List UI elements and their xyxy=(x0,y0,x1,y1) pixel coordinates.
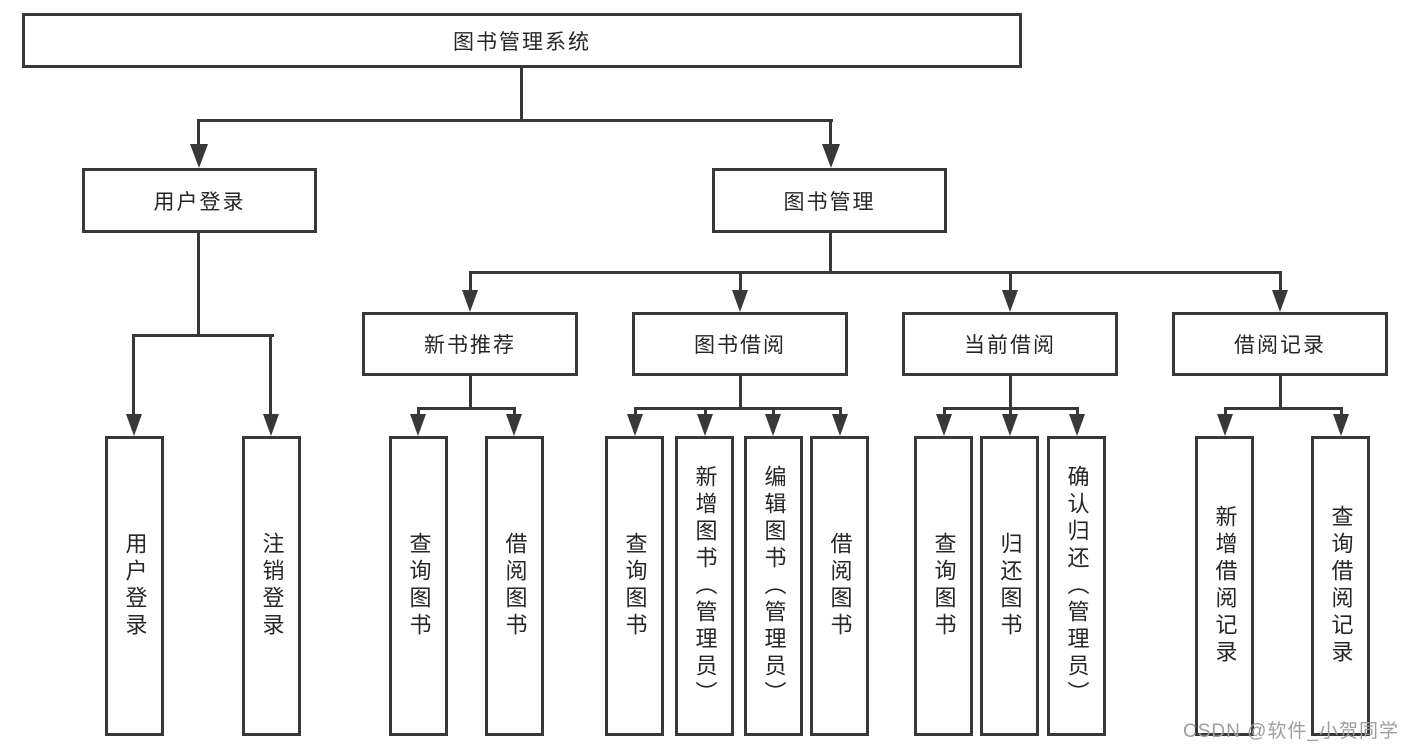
node-label: 借阅图书 xyxy=(827,532,853,640)
node-current-borrowing: 当前借阅 xyxy=(902,312,1118,376)
arrow-down-icon xyxy=(263,414,279,436)
connector-stem xyxy=(1009,376,1012,409)
connector-stem xyxy=(829,121,832,147)
connector-stem xyxy=(1076,409,1079,416)
leaf-add-borrow-record: 新增借阅记录 xyxy=(1195,436,1254,736)
connector-stem xyxy=(513,409,516,416)
leaf-return-book: 归还图书 xyxy=(980,436,1039,736)
node-label: 新书推荐 xyxy=(424,334,516,357)
leaf-query-books-recommend: 查询图书 xyxy=(389,436,448,736)
connector-stem xyxy=(634,409,637,416)
connector-bar xyxy=(943,407,1079,410)
connector-stem xyxy=(943,409,946,416)
arrow-down-icon xyxy=(832,414,848,436)
node-label: 注销登录 xyxy=(259,532,285,640)
arrow-down-icon xyxy=(1217,414,1233,436)
node-label: 图书借阅 xyxy=(694,334,786,357)
arrow-down-icon xyxy=(1069,414,1085,436)
node-label: 图书管理 xyxy=(783,190,876,214)
node-borrow-records: 借阅记录 xyxy=(1172,312,1388,376)
connector-stem xyxy=(269,336,272,414)
connector-stem xyxy=(417,409,420,416)
connector-stem xyxy=(829,233,832,273)
node-new-book-recommend: 新书推荐 xyxy=(362,312,578,376)
node-book-management-branch: 图书管理 xyxy=(712,168,947,233)
leaf-confirm-return-admin: 确认归还（管理员） xyxy=(1047,436,1106,736)
leaf-borrow-books-recommend: 借阅图书 xyxy=(485,436,544,736)
arrow-down-icon xyxy=(462,290,478,312)
connector-stem xyxy=(1279,273,1282,290)
node-label: 用户登录 xyxy=(122,532,148,640)
node-label: 确认归还（管理员） xyxy=(1064,464,1090,708)
connector-stem xyxy=(739,376,742,409)
arrow-down-icon xyxy=(506,414,522,436)
node-label: 新增图书（管理员） xyxy=(692,464,718,708)
connector-stem xyxy=(704,409,707,416)
leaf-user-login: 用户登录 xyxy=(105,436,164,736)
node-label: 查询借阅记录 xyxy=(1328,505,1354,667)
connector-bar xyxy=(417,407,516,410)
arrow-down-icon xyxy=(765,414,781,436)
arrow-down-icon xyxy=(126,414,142,436)
connector-stem xyxy=(469,376,472,409)
connector-bar xyxy=(197,119,833,122)
node-label: 查询图书 xyxy=(406,532,432,640)
connector-stem xyxy=(1009,273,1012,290)
connector-stem xyxy=(1224,409,1227,416)
connector-bar xyxy=(1224,407,1343,410)
node-label: 编辑图书（管理员） xyxy=(761,464,787,708)
leaf-borrow-books: 借阅图书 xyxy=(810,436,869,736)
node-label: 查询图书 xyxy=(931,532,957,640)
leaf-edit-book-admin: 编辑图书（管理员） xyxy=(744,436,803,736)
arrow-down-icon xyxy=(697,414,713,436)
connector-stem xyxy=(1279,376,1282,409)
arrow-down-icon xyxy=(627,414,643,436)
arrow-down-icon xyxy=(410,414,426,436)
connector-stem xyxy=(197,233,200,336)
connector-stem xyxy=(132,336,135,414)
arrow-down-icon xyxy=(190,144,208,168)
connector-stem xyxy=(739,273,742,290)
node-user-login-branch: 用户登录 xyxy=(82,168,317,233)
leaf-query-books-current: 查询图书 xyxy=(914,436,973,736)
connector-stem xyxy=(197,121,200,147)
leaf-add-book-admin: 新增图书（管理员） xyxy=(675,436,734,736)
connector-bar xyxy=(634,407,842,410)
arrow-down-icon xyxy=(1272,290,1288,312)
csdn-watermark: CSDN @软件_小贺同学 xyxy=(1183,721,1399,742)
arrow-down-icon xyxy=(936,414,952,436)
node-label: 借阅图书 xyxy=(502,532,528,640)
node-label: 借阅记录 xyxy=(1234,334,1326,357)
arrow-down-icon xyxy=(732,290,748,312)
node-label: 查询图书 xyxy=(622,532,648,640)
leaf-query-books-borrowing: 查询图书 xyxy=(605,436,664,736)
arrow-down-icon xyxy=(1333,414,1349,436)
connector-stem xyxy=(520,68,523,120)
connector-stem xyxy=(772,409,775,416)
connector-stem xyxy=(469,273,472,290)
connector-stem xyxy=(1009,409,1012,416)
connector-bar xyxy=(132,334,274,337)
arrow-down-icon xyxy=(1002,290,1018,312)
connector-bar xyxy=(469,271,1282,274)
node-label: 用户登录 xyxy=(153,190,246,214)
node-root-library-system: 图书管理系统 xyxy=(22,13,1022,68)
connector-stem xyxy=(1340,409,1343,416)
node-label: 图书管理系统 xyxy=(453,30,591,54)
leaf-query-borrow-record: 查询借阅记录 xyxy=(1311,436,1370,736)
leaf-logout: 注销登录 xyxy=(242,436,301,736)
node-label: 新增借阅记录 xyxy=(1212,505,1238,667)
connector-stem xyxy=(839,409,842,416)
arrow-down-icon xyxy=(1002,414,1018,436)
node-book-borrowing: 图书借阅 xyxy=(632,312,848,376)
node-label: 当前借阅 xyxy=(964,334,1056,357)
arrow-down-icon xyxy=(822,144,840,168)
node-label: 归还图书 xyxy=(997,532,1023,640)
